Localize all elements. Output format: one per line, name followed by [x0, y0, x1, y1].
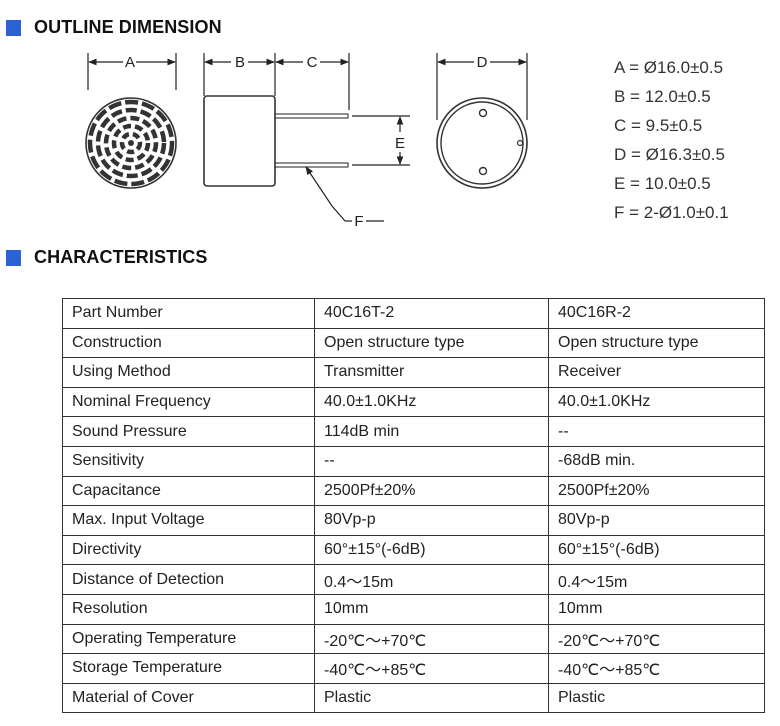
- label-a: A: [125, 54, 135, 71]
- transmitter-value-cell: --: [314, 445, 549, 477]
- dimension-b: [203, 53, 276, 96]
- receiver-value-cell: 60°±15°(-6dB): [548, 534, 765, 566]
- label-d: D: [477, 54, 488, 71]
- spec-parameter-cell: Nominal Frequency: [62, 386, 315, 418]
- spec-parameter-cell: Material of Cover: [62, 682, 315, 714]
- spec-parameter-cell: Capacitance: [62, 475, 315, 507]
- dimension-value: D = Ø16.3±0.5: [614, 145, 725, 164]
- dimension-a: [87, 53, 177, 90]
- dimension-value: A = Ø16.0±0.5: [614, 58, 724, 77]
- transmitter-value-cell: 60°±15°(-6dB): [314, 534, 549, 566]
- receiver-value-cell: 40.0±1.0KHz: [548, 386, 765, 418]
- dimension-value: C = 9.5±0.5: [614, 116, 703, 135]
- receiver-value-cell: 10mm: [548, 593, 765, 625]
- dimension-list: A = Ø16.0±0.5 B = 12.0±0.5 C = 9.5±0.5 D…: [614, 58, 729, 232]
- transmitter-value-cell: -20℃～+70℃: [314, 623, 549, 655]
- receiver-value-cell: -68dB min.: [548, 445, 765, 477]
- spec-parameter-cell: Sound Pressure: [62, 416, 315, 447]
- spec-parameter-cell: Distance of Detection: [62, 564, 315, 595]
- receiver-value-cell: Receiver: [548, 357, 765, 388]
- receiver-value-cell: 40C16R-2: [548, 298, 765, 329]
- outline-drawing: A B C E F: [85, 53, 528, 230]
- dimension-value: B = 12.0±0.5: [614, 87, 711, 106]
- receiver-value-cell: -40℃～+85℃: [548, 653, 765, 684]
- spec-parameter-cell: Max. Input Voltage: [62, 505, 315, 536]
- outline-section-header: OUTLINE DIMENSION: [6, 17, 222, 38]
- transmitter-value-cell: 80Vp-p: [314, 505, 549, 536]
- transducer-back-view: [436, 97, 528, 189]
- transmitter-value-cell: Transmitter: [314, 357, 549, 388]
- spec-parameter-cell: Storage Temperature: [62, 653, 315, 684]
- transmitter-value-cell: -40℃～+85℃: [314, 653, 549, 684]
- transmitter-value-cell: 0.4～15m: [314, 564, 549, 595]
- characteristics-section-header: CHARACTERISTICS: [6, 247, 208, 268]
- label-c: C: [307, 54, 318, 71]
- transmitter-value-cell: 40.0±1.0KHz: [314, 386, 549, 418]
- section-marker: [6, 19, 21, 36]
- table-row: Sensitivity---68dB min.: [62, 445, 765, 477]
- table-row: Storage Temperature-40℃～+85℃-40℃～+85℃: [62, 653, 765, 684]
- characteristics-heading: CHARACTERISTICS: [34, 247, 208, 267]
- dimension-value: F = 2-Ø1.0±0.1: [614, 203, 729, 222]
- spec-parameter-cell: Part Number: [62, 298, 315, 329]
- label-f: F: [354, 213, 363, 230]
- spec-parameter-cell: Sensitivity: [62, 445, 315, 477]
- transducer-side-view: [203, 95, 349, 187]
- transmitter-value-cell: 10mm: [314, 593, 549, 625]
- label-b: B: [235, 54, 245, 71]
- spec-parameter-cell: Operating Temperature: [62, 623, 315, 655]
- receiver-value-cell: 2500Pf±20%: [548, 475, 765, 507]
- section-marker: [6, 249, 21, 266]
- receiver-value-cell: 0.4～15m: [548, 564, 765, 595]
- transmitter-value-cell: 2500Pf±20%: [314, 475, 549, 507]
- dimension-c: [275, 53, 350, 110]
- spec-parameter-cell: Construction: [62, 327, 315, 359]
- dimension-value: E = 10.0±0.5: [614, 174, 711, 193]
- label-e: E: [395, 135, 405, 152]
- transmitter-value-cell: Plastic: [314, 682, 549, 714]
- transmitter-value-cell: 114dB min: [314, 416, 549, 447]
- receiver-value-cell: Plastic: [548, 682, 765, 714]
- receiver-value-cell: --: [548, 416, 765, 447]
- outline-heading: OUTLINE DIMENSION: [34, 17, 222, 37]
- transmitter-value-cell: 40C16T-2: [314, 298, 549, 329]
- spec-parameter-cell: Resolution: [62, 593, 315, 625]
- receiver-value-cell: 80Vp-p: [548, 505, 765, 536]
- dimension-e: [352, 115, 410, 166]
- receiver-value-cell: Open structure type: [548, 327, 765, 359]
- spec-parameter-cell: Directivity: [62, 534, 315, 566]
- dimension-d: [436, 53, 528, 120]
- receiver-value-cell: -20℃～+70℃: [548, 623, 765, 655]
- spec-parameter-cell: Using Method: [62, 357, 315, 388]
- table-row: Operating Temperature-20℃～+70℃-20℃～+70℃: [62, 623, 765, 655]
- transmitter-value-cell: Open structure type: [314, 327, 549, 359]
- dimension-f: [305, 166, 384, 222]
- transducer-front-view: [85, 97, 177, 189]
